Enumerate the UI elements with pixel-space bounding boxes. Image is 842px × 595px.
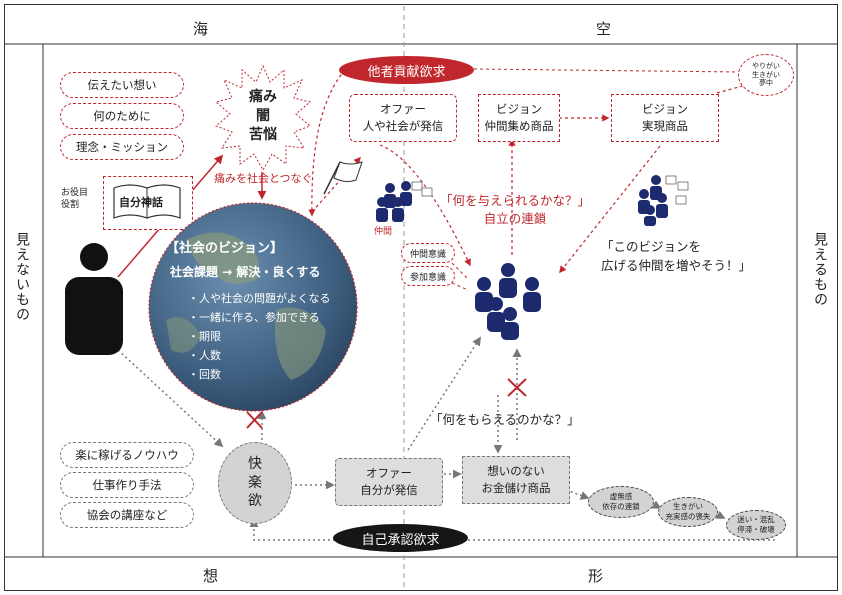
people-group-small-icon <box>376 181 433 222</box>
product-bottom-box: 想いのない お金儲け商品 <box>462 456 570 504</box>
pain-word-3: 苦悩 <box>249 126 277 143</box>
question-give: 「何を与えられるかな？」 自立の連鎖 <box>426 192 604 227</box>
pain-word-2: 闇 <box>256 107 270 124</box>
desire-other-oval: 他者貢献欲求 <box>339 56 474 84</box>
globe-icon <box>148 202 358 412</box>
globe-item-2: ・一緒に作る、参加できる <box>188 311 320 324</box>
header-thought: 想 <box>203 567 219 585</box>
header-sky: 空 <box>596 20 612 38</box>
question-give-line1: 「何を与えられるかな？」 <box>439 193 590 208</box>
spread-text: 「このビジョンを 広げる仲間を増やそう！」 <box>601 238 751 276</box>
people-group-center-icon <box>475 263 541 340</box>
person-silhouette-icon <box>65 243 123 355</box>
offer-top-line1: オファー <box>380 101 426 116</box>
product-bottom-line1: 想いのない <box>487 463 545 478</box>
offer-bottom-line2: 自分が発信 <box>360 483 418 497</box>
pain-words: 痛み 闇 苦悩 <box>244 88 282 145</box>
pill-method-2: 仕事作り手法 <box>60 472 194 498</box>
role-label-1: お役目 <box>61 188 89 198</box>
spread-text-line1: 「このビジョンを <box>601 239 702 254</box>
globe-item-1: ・人や社会の問題がよくなる <box>188 292 331 305</box>
header-sea: 海 <box>193 20 209 38</box>
pain-caption: 痛みを社会とつなぐ <box>214 172 313 185</box>
chain-oval-2-line2: 充実感の喪失 <box>665 512 711 521</box>
spread-text-line2: 広げる仲間を増やそう！」 <box>601 257 752 273</box>
dream-bubble: やりがい 生きがい 夢中 <box>738 54 794 96</box>
chain-oval-3-line1: 迷い・混乱 <box>737 515 775 525</box>
chain-oval-1: 虚無感 依存の連鎖 <box>588 486 654 518</box>
pill-method-3: 協会の講座など <box>60 502 194 528</box>
awareness-participation: 参加意識 <box>401 266 455 286</box>
side-label-invisible: 見えないもの <box>14 232 30 322</box>
globe-subtitle: 社会課題 → 解決・良くする <box>170 265 321 279</box>
desire-self-oval: 自己承認欲求 <box>333 524 468 552</box>
vision1-line2: 仲間集め商品 <box>484 119 554 133</box>
chain-oval-3: 迷い・混乱 停滞・破壊 <box>726 510 786 540</box>
product-bottom-line2: お金儲け商品 <box>481 481 551 495</box>
chain-oval-3-line2: 停滞・破壊 <box>737 525 775 534</box>
vision2-line2: 実現商品 <box>642 119 688 133</box>
offer-bottom-box: オファー 自分が発信 <box>335 458 443 506</box>
role-label-2: 役割 <box>61 199 80 210</box>
side-label-visible: 見えるもの <box>812 232 828 307</box>
chain-oval-2-line1: 生きがい <box>673 502 703 512</box>
chain-oval-1-line2: 依存の連鎖 <box>602 502 640 511</box>
vision2-line1: ビジョン <box>642 101 688 116</box>
open-book-icon <box>113 184 181 219</box>
globe-list: ・人や社会の問題がよくなる ・一緒に作る、参加できる ・期限 ・人数 ・回数 <box>188 290 330 385</box>
question-get: 「何をもらえるのかな？」 <box>430 412 580 427</box>
offer-bottom-line1: オファー <box>366 465 412 480</box>
role-label: お役目 役割 <box>61 188 88 211</box>
pleasure-circle: 快 楽 欲 <box>218 442 292 524</box>
pain-word-1: 痛み <box>249 89 277 105</box>
question-give-line2: 自立の連鎖 <box>483 210 547 226</box>
cross-mark-vision <box>507 378 527 397</box>
globe-item-5: ・回数 <box>188 368 221 381</box>
pleasure-word-2: 楽 <box>248 474 262 491</box>
pleasure-word-3: 欲 <box>248 493 262 510</box>
companion-label: 仲間 <box>374 227 393 237</box>
pleasure-word-1: 快 <box>248 455 262 472</box>
people-group-right-icon <box>638 175 689 226</box>
vision-box-2: ビジョン 実現商品 <box>611 94 719 142</box>
globe-title: 【社会のビジョン】 <box>166 241 284 256</box>
diagram-frame <box>4 4 838 591</box>
header-form: 形 <box>588 567 604 585</box>
pill-thought-3: 理念・ミッション <box>60 134 184 160</box>
offer-top-line2: 人や社会が発信 <box>362 119 444 133</box>
awareness-companion: 仲間意識 <box>401 243 455 263</box>
flag-icon <box>323 161 363 195</box>
pain-burst-icon <box>214 64 312 172</box>
globe-item-4: ・人数 <box>188 349 221 362</box>
globe-item-3: ・期限 <box>188 330 221 343</box>
pill-method-1: 楽に稼げるノウハウ <box>60 442 194 468</box>
chain-oval-1-line1: 虚無感 <box>609 492 633 502</box>
vision1-line1: ビジョン <box>496 101 542 116</box>
dream-word-2: 生きがい <box>752 70 780 79</box>
dream-word-3: 夢中 <box>759 79 773 88</box>
pill-thought-1: 伝えたい想い <box>60 72 184 98</box>
offer-top-box: オファー 人や社会が発信 <box>349 94 457 142</box>
vision-box-1: ビジョン 仲間集め商品 <box>478 94 560 142</box>
book-label: 自分神話 <box>119 196 163 209</box>
pill-thought-2: 何のために <box>60 103 184 129</box>
cross-mark-globe <box>246 411 263 429</box>
dream-word-1: やりがい <box>752 61 780 70</box>
chain-oval-2: 生きがい 充実感の喪失 <box>658 497 718 527</box>
